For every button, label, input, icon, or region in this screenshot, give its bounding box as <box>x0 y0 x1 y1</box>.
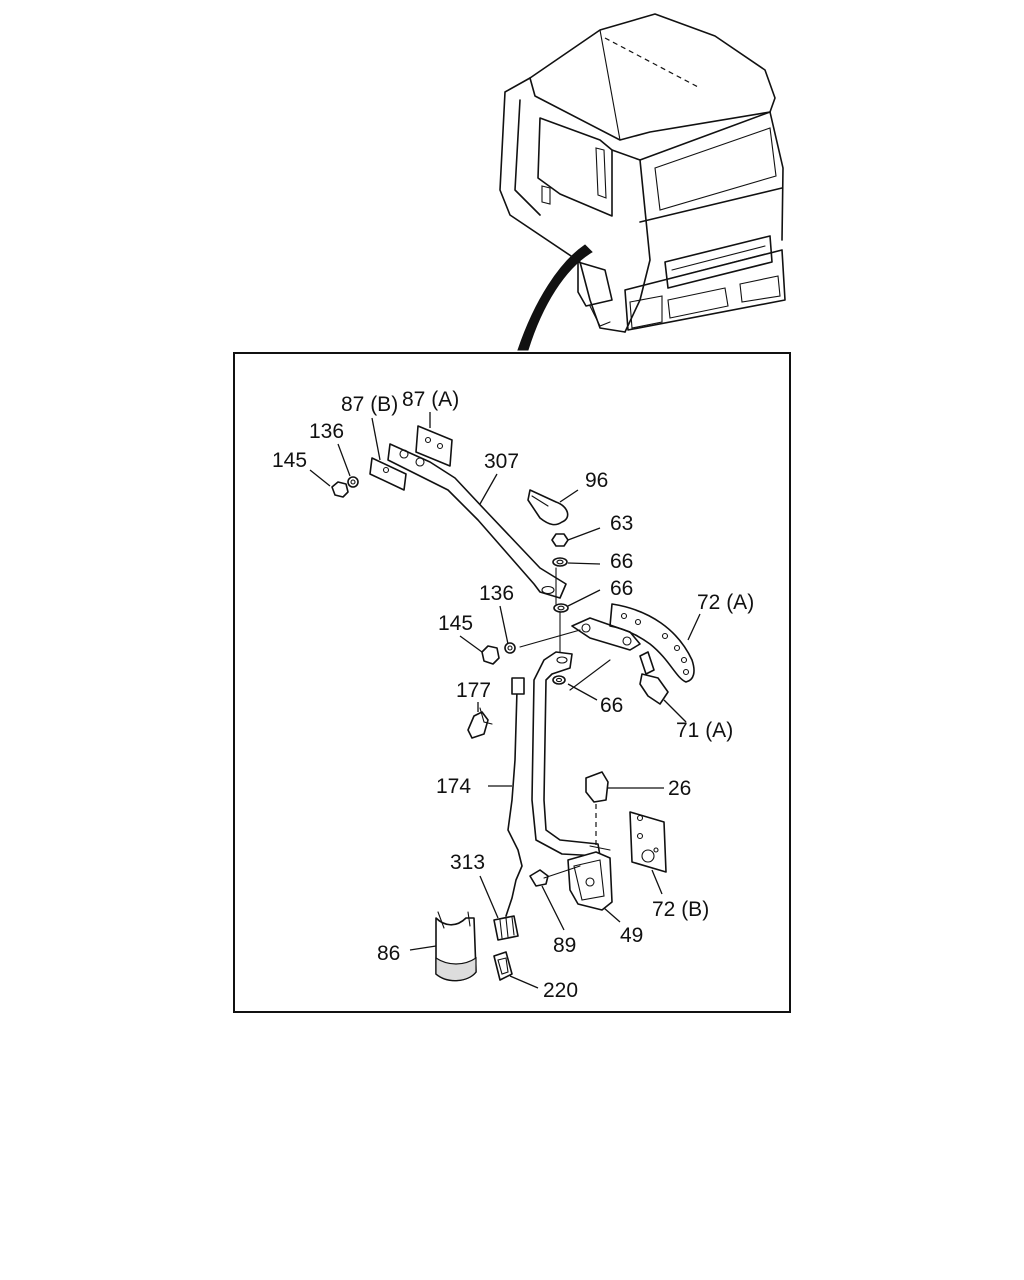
callout-86: 86 <box>377 942 400 965</box>
callout-136-mid: 136 <box>479 582 514 605</box>
callout-72a: 72 (A) <box>697 591 754 614</box>
nut-145-mid <box>481 645 500 665</box>
washer-66-a <box>552 557 568 567</box>
block-71a <box>639 673 669 705</box>
callout-136-top: 136 <box>309 420 344 443</box>
callout-220: 220 <box>543 979 578 1002</box>
callout-63: 63 <box>610 512 633 535</box>
nut-145-top <box>331 481 349 498</box>
mirror-arm-lower <box>531 651 601 857</box>
callout-177: 177 <box>456 679 491 702</box>
mirror-arm-307 <box>387 443 567 599</box>
detail-frame <box>233 352 791 1013</box>
bracket-72a <box>609 603 695 683</box>
callout-307: 307 <box>484 450 519 473</box>
clip-177 <box>467 711 489 739</box>
callout-66-a: 66 <box>610 550 633 573</box>
washer-66-c <box>552 675 566 685</box>
callout-87b: 87 (B) <box>341 393 398 416</box>
callout-313: 313 <box>450 851 485 874</box>
callout-49: 49 <box>620 924 643 947</box>
nut-63 <box>551 533 569 547</box>
screw-89 <box>529 869 549 887</box>
callout-145-top: 145 <box>272 449 307 472</box>
callout-26: 26 <box>668 777 691 800</box>
callout-66-c: 66 <box>600 694 623 717</box>
plate-72b <box>629 811 667 873</box>
callout-89: 89 <box>553 934 576 957</box>
bolt-71a <box>639 651 655 675</box>
truck-cab-illustration <box>499 13 786 351</box>
callout-96: 96 <box>585 469 608 492</box>
callout-66-b: 66 <box>610 577 633 600</box>
grommet-220 <box>493 951 513 981</box>
callout-71a: 71 (A) <box>676 719 733 742</box>
bulb-96 <box>527 489 569 526</box>
base-49 <box>567 851 613 911</box>
washer-66-b <box>553 603 569 613</box>
detail-pointer-arrow <box>517 244 593 351</box>
leader-lines <box>309 412 701 989</box>
callout-72b: 72 (B) <box>652 898 709 921</box>
cover-26 <box>585 771 609 803</box>
callout-174: 174 <box>436 775 471 798</box>
connector-174-top <box>511 677 525 695</box>
washer-136-mid <box>504 642 516 654</box>
callout-145-mid: 145 <box>438 612 473 635</box>
plate-87b <box>369 457 407 491</box>
plate-87a <box>415 425 453 467</box>
callout-87a: 87 (A) <box>402 388 459 411</box>
harness-174 <box>505 689 523 917</box>
washer-136-top <box>347 476 359 488</box>
